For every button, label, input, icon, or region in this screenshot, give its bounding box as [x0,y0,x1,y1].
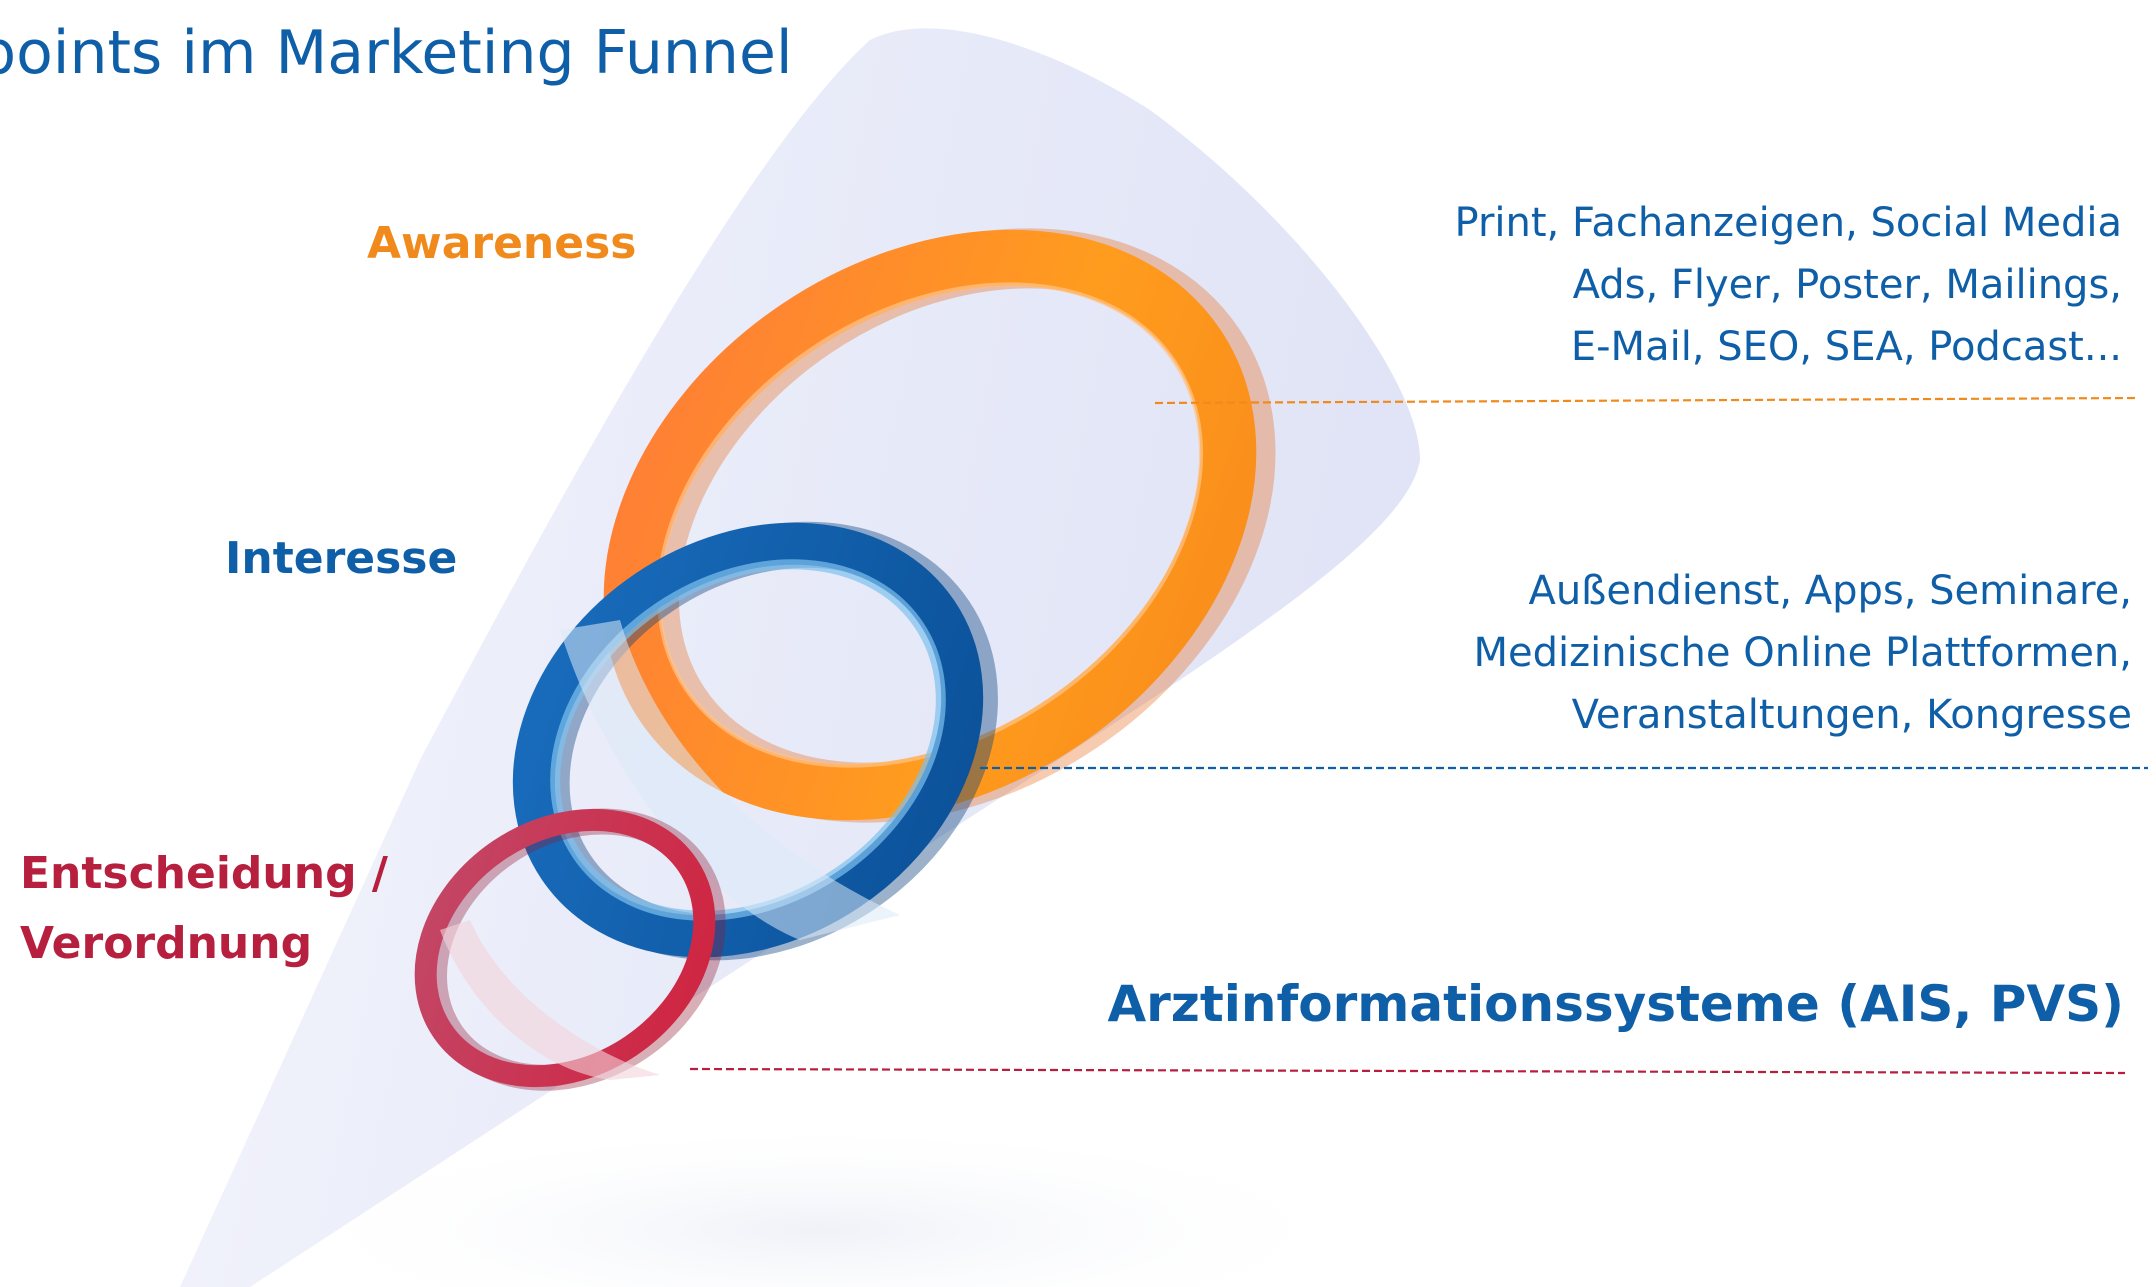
interesse-ring-overlay [560,620,900,940]
floor-shadow [260,1120,1380,1287]
awareness-ring [603,228,1276,823]
entscheidung-ring [414,808,726,1091]
awareness-channel-line: Print, Fachanzeigen, Social Media [1454,200,2122,246]
interesse-label: Interesse [225,533,458,584]
awareness-channels: Print, Fachanzeigen, Social Media Ads, F… [1455,192,2122,378]
awareness-channel-line: Ads, Flyer, Poster, Mailings, [1572,262,2122,308]
interesse-channel-line: Veranstaltungen, Kongresse [1571,692,2132,738]
awareness-connector-line [1154,396,2136,405]
entscheidung-label-line2: Verordnung [20,918,313,969]
interesse-channel-line: Außendienst, Apps, Seminare, [1528,568,2132,614]
awareness-label: Awareness [367,218,637,269]
entscheidung-ring-overlay [440,920,660,1080]
funnel-cone [180,28,1420,1287]
entscheidung-label-line1: Entscheidung / [20,848,388,899]
entscheidung-channels: Arztinformationssysteme (AIS, PVS) [1107,975,2124,1033]
diagram-title: points im Marketing Funnel [0,18,793,88]
entscheidung-connector-line [689,1067,2126,1075]
interesse-channel-line: Medizinische Online Plattformen, [1473,630,2133,676]
awareness-channel-line: E-Mail, SEO, SEA, Podcast... [1570,324,2122,370]
interesse-channels: Außendienst, Apps, Seminare, Medizinisch… [1474,560,2133,746]
